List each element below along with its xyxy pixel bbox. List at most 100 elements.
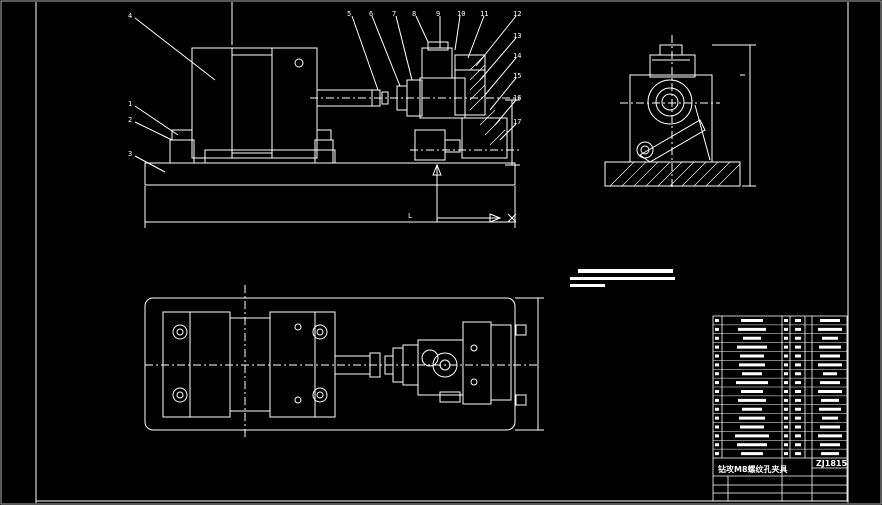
balloon-9: 9 (436, 10, 440, 18)
top-view (144, 285, 544, 440)
parts-list-code-mark (795, 327, 801, 331)
parts-list-code-mark (795, 381, 801, 385)
parts-list-name-mark (738, 398, 766, 402)
parts-list-qty-mark (784, 363, 788, 367)
parts-list-name-mark (739, 363, 765, 367)
parts-list-name-mark (741, 452, 763, 456)
parts-list-code-mark (795, 372, 801, 376)
parts-list-code-mark (795, 416, 801, 420)
parts-list-qty-mark (784, 407, 788, 411)
balloon-2: 2 (128, 116, 132, 124)
balloon-14: 14 (513, 52, 521, 60)
parts-list-qty-mark (784, 398, 788, 402)
balloon-11: 11 (480, 10, 488, 18)
balloon-13: 13 (513, 32, 521, 40)
parts-list-code-mark (795, 390, 801, 393)
parts-list-name-mark (740, 354, 764, 358)
parts-list-code-mark (795, 398, 801, 402)
parts-list-name-mark (738, 327, 766, 331)
parts-list-name-mark (742, 372, 762, 376)
parts-list-code-mark (795, 407, 801, 411)
balloon-5: 5 (347, 10, 351, 18)
parts-list-code-mark (795, 443, 801, 447)
balloon-10: 10 (457, 10, 465, 18)
parts-list-material-mark (821, 398, 839, 402)
parts-list-index-mark (715, 381, 719, 385)
parts-list-index-mark (715, 407, 719, 411)
parts-list-name-mark (735, 434, 769, 438)
parts-list-code-mark (795, 354, 801, 358)
parts-list-name-mark (740, 425, 764, 429)
parts-list-material-mark (820, 443, 840, 447)
parts-list-code-mark (795, 345, 801, 349)
parts-list-code-mark (795, 452, 801, 456)
parts-list-material-mark (820, 425, 840, 429)
dimension-label-l: L (408, 212, 412, 220)
parts-list-code-mark (795, 425, 801, 429)
parts-list-name-mark (742, 407, 762, 411)
front-view (134, 2, 520, 228)
parts-list-qty-mark (784, 416, 788, 420)
parts-list-qty-mark (784, 345, 788, 349)
parts-list-qty-mark (784, 443, 788, 447)
parts-list-index-mark (715, 327, 719, 331)
balloon-8: 8 (412, 10, 416, 18)
parts-list-index-mark (715, 398, 719, 402)
drawing-title: 钻攻M8螺纹孔夹具 (718, 464, 788, 474)
parts-list-name-mark (737, 345, 767, 349)
parts-list-index-mark (715, 443, 719, 447)
parts-list-name-mark (739, 416, 765, 420)
parts-list-material-mark (821, 452, 839, 456)
parts-list-code-mark (795, 319, 801, 322)
parts-list-index-mark (715, 372, 719, 376)
balloon-1: 1 (128, 100, 132, 108)
side-view (604, 35, 756, 190)
parts-list-material-mark (822, 416, 838, 420)
parts-list-name-mark (741, 319, 763, 322)
balloon-7: 7 (392, 10, 396, 18)
technical-requirements-text (570, 269, 675, 287)
parts-list-index-mark (715, 390, 719, 393)
balloon-6: 6 (369, 10, 373, 18)
parts-list-qty-mark (784, 372, 788, 376)
parts-list-qty-mark (784, 354, 788, 358)
parts-list-name-mark (736, 381, 768, 385)
parts-list-index-mark (715, 345, 719, 349)
parts-list-qty-mark (784, 390, 788, 393)
parts-list-material-mark (819, 407, 841, 411)
balloon-3: 3 (128, 150, 132, 158)
parts-list-qty-mark (784, 327, 788, 331)
parts-list-index-mark (715, 336, 719, 340)
parts-list-index-mark (715, 452, 719, 456)
parts-list-material-mark (820, 381, 840, 385)
parts-list-index-mark (715, 319, 719, 322)
parts-list-material-mark (819, 345, 841, 349)
balloon-17: 17 (513, 118, 521, 126)
parts-list-material-mark (818, 390, 842, 393)
parts-list-qty-mark (784, 381, 788, 385)
parts-list-code-mark (795, 434, 801, 438)
parts-list-name-mark (743, 336, 761, 340)
parts-list-qty-mark (784, 434, 788, 438)
balloon-4: 4 (128, 12, 132, 20)
balloon-12: 12 (513, 10, 521, 18)
parts-list-material-mark (820, 319, 840, 322)
parts-list-code-mark (795, 363, 801, 367)
parts-list-index-mark (715, 363, 719, 367)
front-view-balloons: 4 5 6 7 8 9 10 11 12 13 14 15 16 17 1 2 … (128, 10, 521, 220)
parts-list-qty-mark (784, 425, 788, 429)
parts-list-material-mark (823, 372, 837, 376)
parts-list-qty-mark (784, 452, 788, 456)
parts-list-name-mark (737, 443, 767, 447)
drawing-number: ZJ1815 (816, 459, 847, 468)
parts-list-index-mark (715, 416, 719, 420)
parts-list-material-mark (822, 336, 838, 340)
parts-list-material-mark (818, 327, 842, 331)
parts-list-material-mark (818, 434, 842, 438)
balloon-15: 15 (513, 72, 521, 80)
parts-list-index-mark (715, 354, 719, 358)
parts-list-index-mark (715, 434, 719, 438)
balloon-16: 16 (513, 94, 521, 102)
